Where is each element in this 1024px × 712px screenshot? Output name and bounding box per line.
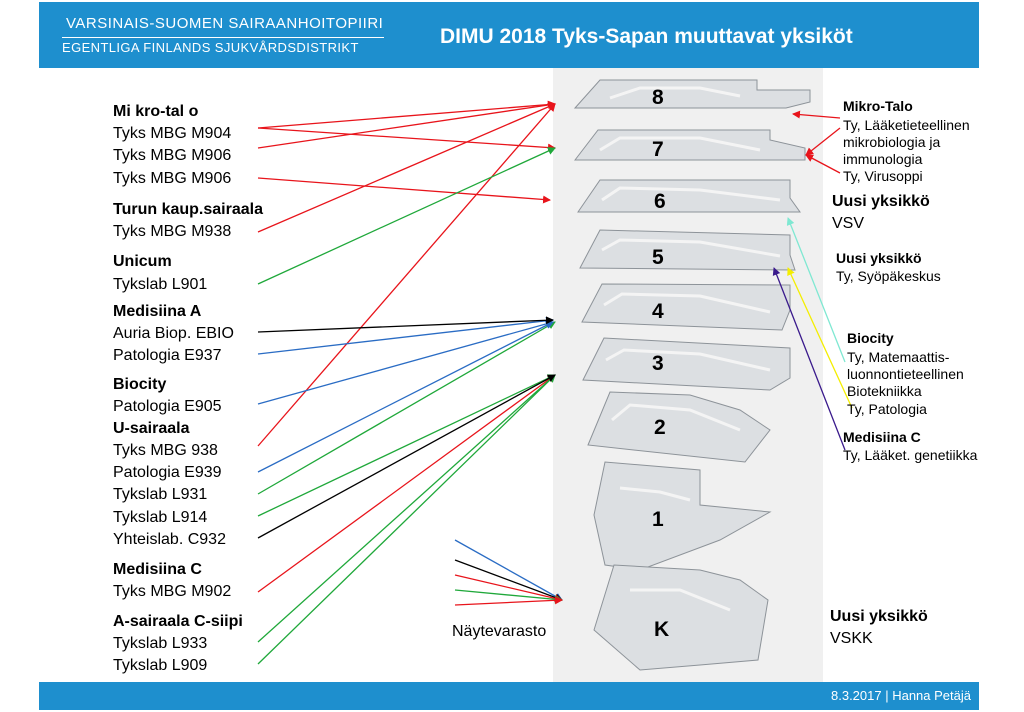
unit-label: Tyks MBG M904 [113,125,232,142]
dest-line: Ty, Patologia [847,401,927,417]
dest-title-vskk: Uusi yksikkö [830,608,928,625]
dest-line: Ty, Virusoppi [843,168,923,184]
unit-label: Tykslab L931 [113,486,208,503]
floor-2 [587,391,771,463]
group-title-u-sairaala: U-sairaala [113,420,190,437]
unit-label: Tyks MBG M938 [113,223,232,240]
group-title-medisiina-a: Medisiina A [113,303,202,320]
footer-bar: 8.3.2017 | Hanna Petäjä [39,682,979,710]
footer-text: 8.3.2017 | Hanna Petäjä [831,688,971,703]
dest-title-vsv: Uusi yksikkö [832,193,930,210]
floor-number-4: 4 [652,300,664,323]
group-title-a-sairaala: A-sairaala C-siipi [113,613,243,630]
unit-label: Yhteislab. C932 [113,531,226,548]
unit-label: Patologia E939 [113,464,222,481]
dest-title-mikrotalo: Mikro-Talo [843,98,913,114]
floor-6 [577,179,801,213]
unit-label: Tykslab L914 [113,509,208,526]
unit-label: Patologia E905 [113,398,222,415]
floor-7 [573,129,806,161]
org-name-sv: EGENTLIGA FINLANDS SJUKVÅRDSDISTRIKT [62,40,359,55]
floor-4 [581,283,791,331]
unit-label: Tykslab L901 [113,276,208,293]
group-title-mikrotalo: Mi kro-tal o [113,103,199,120]
unit-label: Tykslab L909 [113,657,208,674]
dest-title-syopa: Uusi yksikkö [836,250,922,266]
group-title-unicum: Unicum [113,253,172,270]
floor-number-5: 5 [652,246,664,269]
dest-line: mikrobiologia ja [843,134,941,150]
unit-label: Tykslab L933 [113,635,208,652]
floor-number-2: 2 [654,416,666,439]
dest-line-vskk: VSKK [830,630,873,647]
unit-label: Tyks MBG M906 [113,147,232,164]
group-title-medisiina-c: Medisiina C [113,561,202,578]
floor-number-6: 6 [654,190,666,213]
floor-8 [573,79,811,109]
floor-number-1: 1 [652,508,664,531]
group-title-biocity: Biocity [113,376,167,393]
unit-label: Patologia E937 [113,347,222,364]
floor-number-3: 3 [652,352,664,375]
dest-line: Ty, Lääketieteellinen [843,117,970,133]
dest-line-vsv: VSV [832,215,865,232]
org-name-fi: VARSINAIS-SUOMEN SAIRAANHOITOPIIRI [66,15,384,32]
floor-number-k: K [654,618,669,641]
storage-label: Näytevarasto [452,623,547,640]
unit-label: Auria Biop. EBIO [113,325,234,342]
slide-title: DIMU 2018 Tyks-Sapan muuttavat yksiköt [440,25,853,48]
floor-5 [579,229,796,271]
dest-line: luonnontieteellinen [847,366,964,382]
dest-line: Ty, Matemaattis- [847,349,950,365]
group-title-turun: Turun kaup.sairaala [113,201,263,218]
dest-line: immunologia [843,151,923,167]
dest-line-medc: Ty, Lääket. genetiikka [843,447,978,463]
org-divider [62,37,384,38]
unit-label: Tyks MBG M906 [113,170,232,187]
floor-3 [582,337,791,391]
unit-label: Tyks MBG 938 [113,442,218,459]
floor-k [593,564,769,671]
header-bar [39,2,979,68]
unit-label: Tyks MBG M902 [113,583,232,600]
dest-title-biocity: Biocity [847,330,894,346]
dest-title-medc: Medisiina C [843,429,921,445]
floor-number-8: 8 [652,86,664,109]
floor-number-7: 7 [652,138,664,161]
dest-line: Biotekniikka [847,383,922,399]
dest-line-syopa: Ty, Syöpäkeskus [836,268,941,284]
